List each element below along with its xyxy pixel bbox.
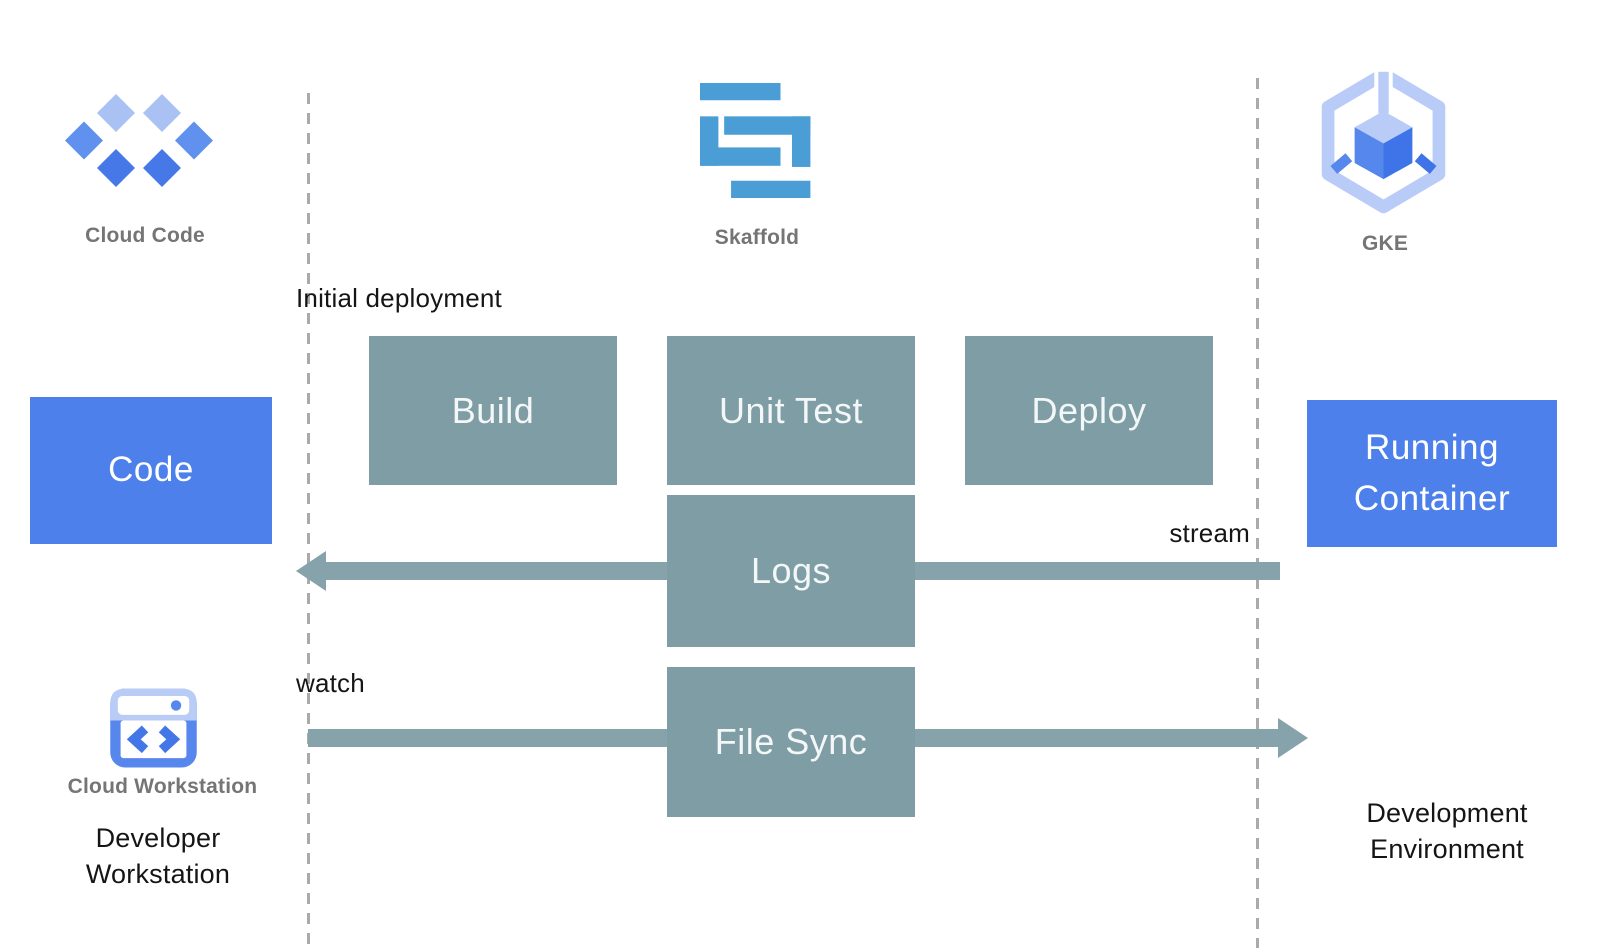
logs-box: Logs: [667, 495, 915, 647]
logs-box-label: Logs: [750, 550, 832, 591]
watch-label: watch: [296, 668, 365, 698]
running-container-box: Running Container: [1307, 400, 1557, 547]
dashed-line-left: [307, 93, 310, 948]
unit-test-box-label: Unit Test: [719, 389, 863, 431]
gke-icon: [1320, 67, 1447, 214]
code-box: Code: [30, 397, 272, 544]
running-container-label: Running Container: [1353, 427, 1511, 518]
stream-label: stream: [1169, 518, 1250, 548]
cloud-workstation-label: Cloud Workstation: [67, 775, 258, 798]
developer-workstation-label: Developer Workstation: [85, 823, 231, 890]
unit-test-box: Unit Test: [667, 336, 915, 485]
code-box-label: Code: [108, 450, 194, 490]
cloud-code-icon: [65, 94, 213, 187]
dashed-line-right: [1256, 78, 1259, 948]
deploy-box-label: Deploy: [1031, 389, 1147, 431]
deploy-box: Deploy: [965, 336, 1213, 485]
build-box-label: Build: [451, 389, 535, 431]
file-sync-box-label: File Sync: [714, 721, 868, 762]
gke-label: GKE: [1361, 232, 1409, 255]
build-box: Build: [369, 336, 617, 485]
skaffold-icon: [698, 83, 817, 198]
skaffold-label: Skaffold: [714, 226, 800, 249]
cloud-workstation-icon: [106, 681, 201, 775]
file-sync-box: File Sync: [667, 667, 915, 817]
development-environment-label: Development Environment: [1366, 798, 1528, 865]
cloud-code-label: Cloud Code: [85, 224, 205, 247]
file-sync-arrowhead-right-icon: [1278, 718, 1308, 758]
initial-deployment-label: Initial deployment: [296, 283, 502, 313]
